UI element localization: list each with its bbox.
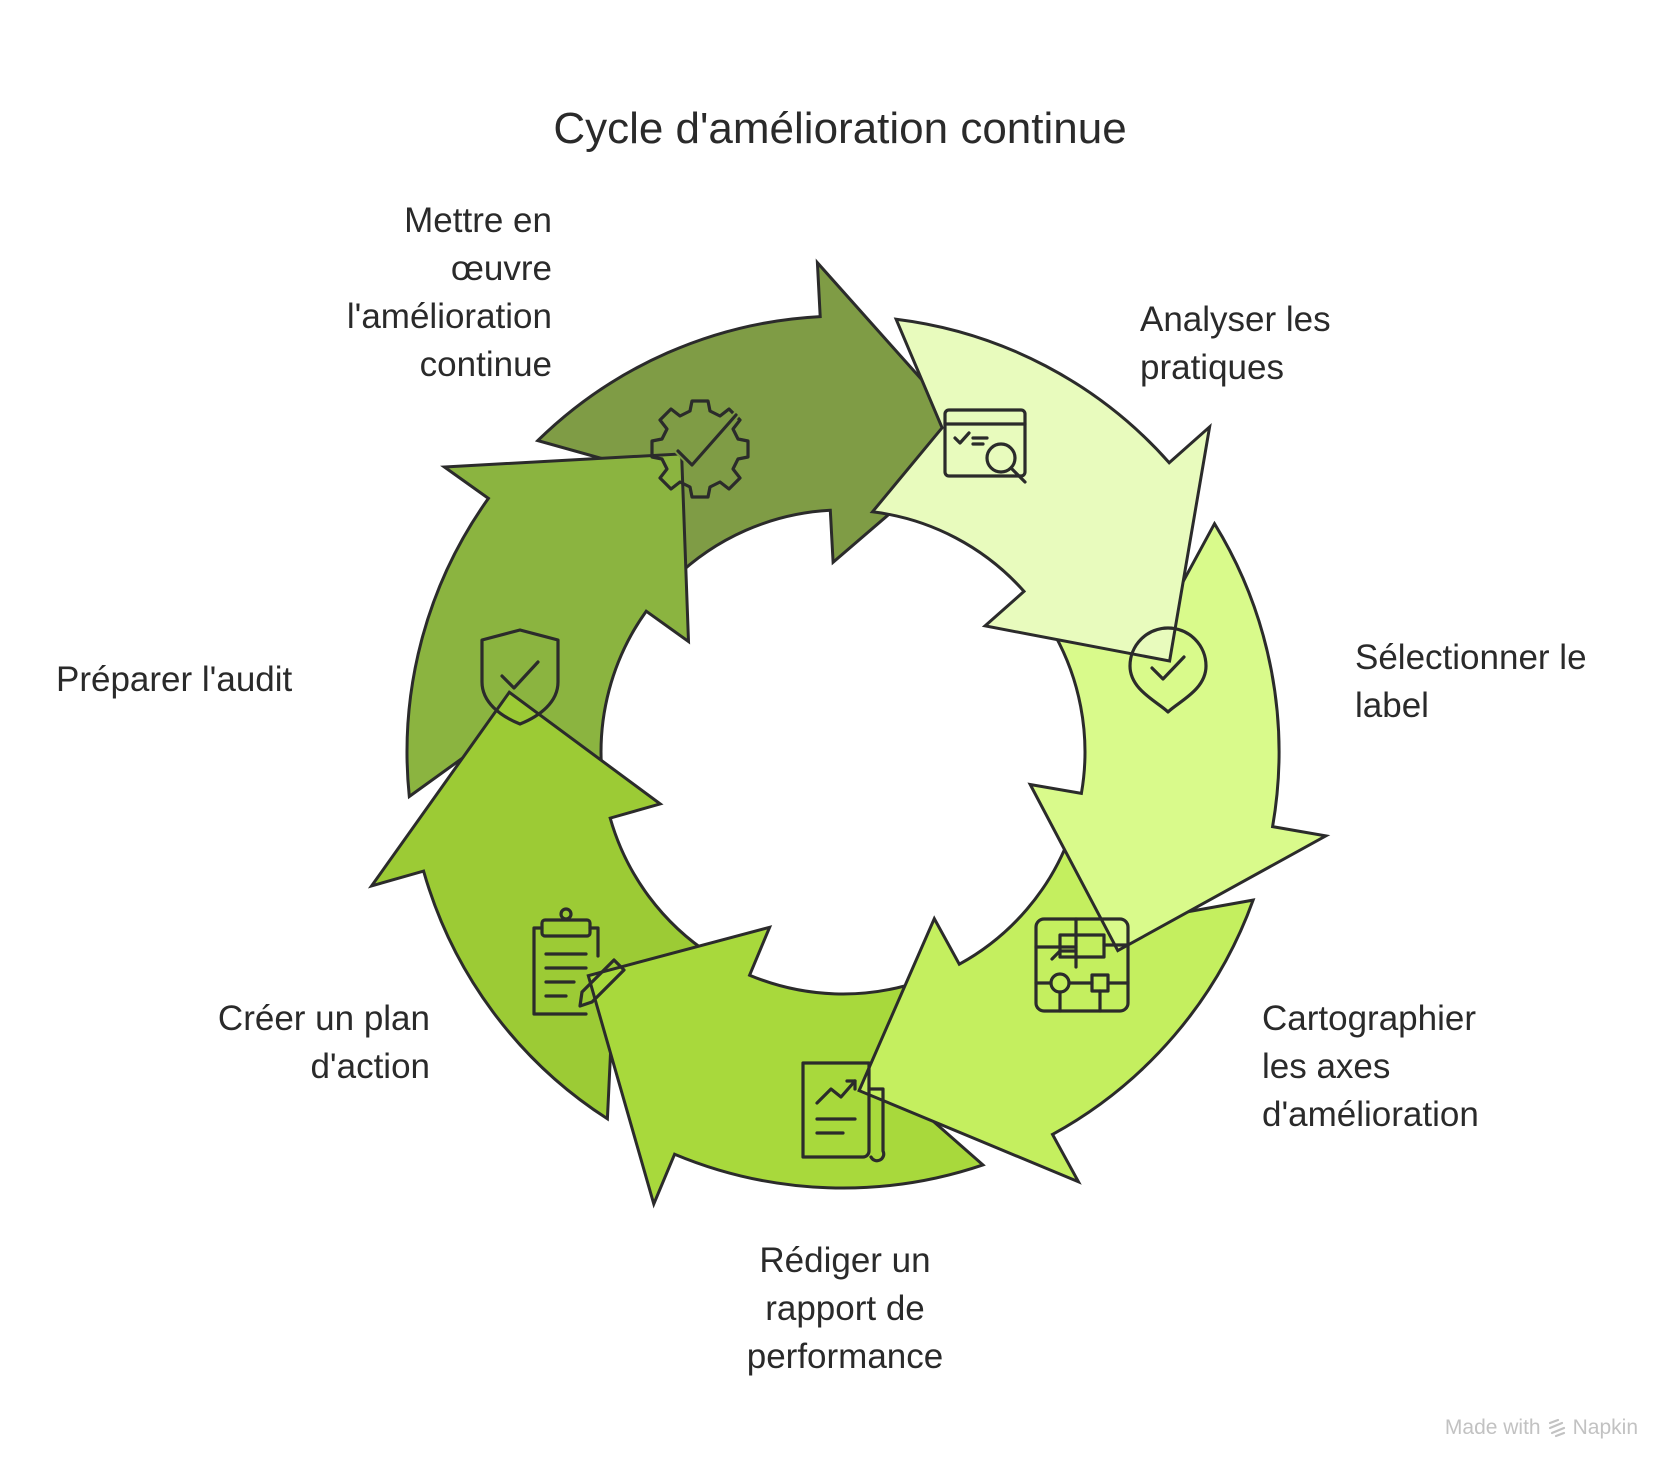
- step-label-mettre: Mettre en œuvre l'amélioration continue: [346, 201, 552, 384]
- watermark-made-with: Made with: [1444, 1416, 1541, 1439]
- step-label-rediger: Rédiger un rapport de performance: [746, 1241, 944, 1376]
- location-check-icon: [1128, 626, 1208, 714]
- step-label-creer: Créer un plan d'action: [217, 999, 430, 1086]
- cycle-segment-1: [869, 317, 1212, 663]
- napkin-logo-icon: [1548, 1418, 1565, 1438]
- cycle-segment-7: [534, 258, 978, 583]
- step-label-cartographier: Cartographier les axes d'amélioration: [1262, 999, 1479, 1134]
- cycle-segment-5: [367, 690, 716, 1122]
- diagram-title: Cycle d'amélioration continue: [553, 104, 1127, 153]
- watermark-brand: Napkin: [1572, 1416, 1638, 1439]
- gear-check-icon: [650, 399, 750, 499]
- cycle-segment-6: [405, 452, 691, 800]
- shield-check-icon: [480, 628, 560, 726]
- report-chart-icon: [801, 1061, 886, 1163]
- napkin-watermark: Made with Napkin: [1445, 1416, 1638, 1440]
- step-label-analyser: Analyser les pratiques: [1140, 300, 1331, 387]
- step-label-selectionner: Sélectionner le label: [1355, 638, 1587, 725]
- step-label-preparer: Préparer l'audit: [56, 660, 293, 699]
- clipboard-edit-icon: [532, 907, 626, 1016]
- web-search-icon: [943, 408, 1027, 484]
- flowchart-icon: [1034, 917, 1130, 1013]
